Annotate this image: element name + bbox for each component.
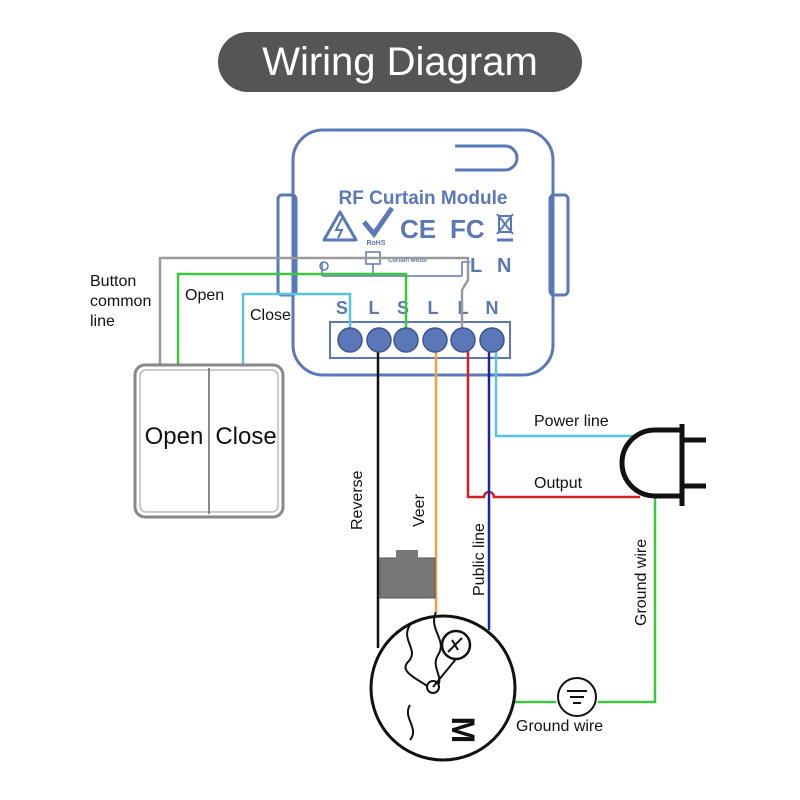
wire-common [158, 256, 470, 365]
module-outline [291, 128, 555, 377]
wire-open [176, 272, 408, 365]
motor-winding-lower [407, 704, 415, 741]
module-name: RF Curtain Module [339, 188, 508, 209]
fcc-mark: FC [450, 214, 485, 244]
power-plug [619, 424, 706, 506]
capacitor-top [396, 550, 418, 560]
label-veer: Veer [411, 493, 428, 527]
terminal-screw-3 [393, 327, 419, 353]
warning-icon [322, 210, 358, 242]
wire-ground [598, 497, 657, 704]
inner-label: Curtain Motor [388, 258, 428, 264]
wire-power [494, 340, 640, 438]
motor-capacitor [379, 557, 436, 599]
label-open-wire: Open [185, 287, 224, 304]
top-terminal-l: L [470, 255, 482, 277]
plug-body [619, 427, 685, 499]
module-inner-schematic [319, 251, 470, 277]
terminal-label-l-open: L [369, 298, 380, 318]
label-power-line: Power line [534, 413, 609, 430]
terminal-screw-6 [479, 327, 505, 353]
title-banner: Wiring Diagram [218, 32, 582, 92]
lightning-icon [334, 217, 344, 239]
terminal-screw-5 [450, 327, 476, 353]
label-button-line-3: line [90, 313, 115, 330]
rohs-text: RoHS [366, 240, 385, 247]
label-ground-wire-horizontal: Ground wire [516, 718, 603, 735]
terminal-label-s-prime: S' [336, 298, 352, 318]
cert-marks: RoHS CE FC [322, 206, 514, 247]
terminal-label-l-close: L [428, 298, 439, 318]
weee-bin-icon [496, 213, 514, 242]
label-public-line: Public line [471, 523, 488, 596]
label-button-line-1: Button [90, 273, 136, 290]
terminal-label-n: N [486, 298, 499, 318]
motor-label: M [445, 717, 481, 744]
label-reverse: Reverse [349, 470, 366, 530]
motor-body [369, 614, 517, 762]
wall-switch [133, 363, 285, 519]
wires [158, 256, 657, 704]
terminal-screw-1 [337, 327, 363, 353]
switch-close-label: Close [215, 423, 276, 450]
terminal-screw-2 [366, 327, 392, 353]
module-hook [455, 144, 519, 172]
motor-winding-left [404, 624, 431, 689]
label-button-line-2: common [90, 293, 151, 310]
top-terminal-n: N [497, 255, 511, 277]
terminal-screw-4 [422, 327, 448, 353]
ground-symbol-small [319, 261, 329, 271]
module-right-tab [548, 193, 570, 297]
motor [369, 550, 517, 762]
label-output: Output [534, 475, 583, 492]
label-ground-wire-vertical: Ground wire [633, 539, 650, 626]
switch-open-label: Open [145, 423, 204, 450]
rohs-check-icon [362, 206, 395, 239]
wire-close [241, 292, 352, 368]
label-close-wire: Close [250, 307, 291, 324]
ground-icon [557, 677, 597, 717]
terminal-screws [337, 327, 505, 353]
ce-mark: CE [400, 214, 436, 244]
